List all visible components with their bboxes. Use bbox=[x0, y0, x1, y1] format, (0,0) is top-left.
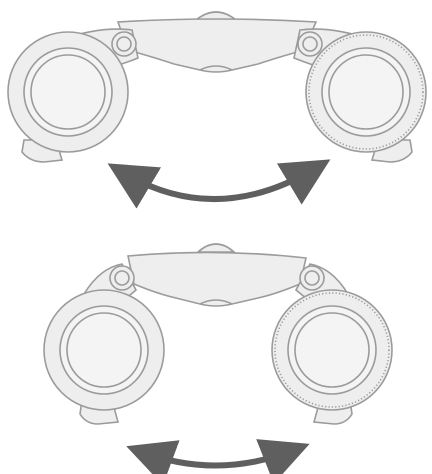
right-eyepiece bbox=[272, 290, 392, 410]
binoculars-wide-icon bbox=[8, 12, 426, 162]
left-eyepiece bbox=[8, 32, 128, 152]
double-headed-arrow-narrow bbox=[142, 450, 294, 466]
left-eyepiece bbox=[44, 290, 164, 410]
binoculars-narrow-icon bbox=[44, 244, 392, 424]
hinge-bridge bbox=[128, 252, 306, 306]
hinge-bridge bbox=[118, 19, 316, 72]
double-headed-arrow-wide bbox=[122, 168, 316, 199]
right-eyepiece bbox=[306, 32, 426, 152]
right-hinge-pin bbox=[300, 266, 324, 290]
left-hinge-pin bbox=[112, 32, 136, 56]
right-hinge-pin bbox=[298, 32, 322, 56]
left-hinge-pin bbox=[110, 266, 134, 290]
focus-knob bbox=[198, 244, 234, 252]
